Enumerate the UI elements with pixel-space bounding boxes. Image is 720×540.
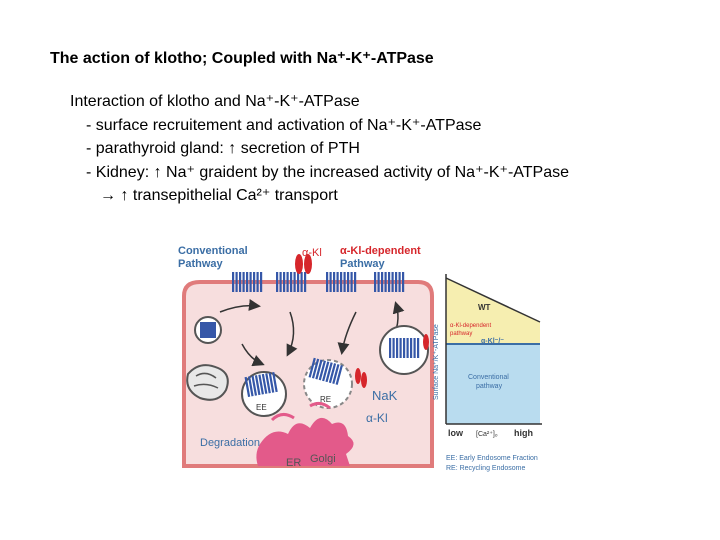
klotho-molecule: [423, 334, 429, 350]
endocytosis-arrow: [219, 299, 261, 313]
bullet-kidney: - Kidney: ↑ Na⁺ graident by the increase…: [86, 163, 570, 181]
membrane-pump: [276, 272, 307, 292]
legend-re: RE: Recycling Endosome: [446, 465, 525, 472]
klotho-molecule: [304, 254, 312, 274]
nak-label: NaK: [372, 388, 398, 403]
bullet-surface-recruitment: - surface recruitement and activation of…: [86, 116, 482, 134]
graph-kl-pathway-label: α-Kl-dependent: [450, 323, 491, 329]
graph-x-high-label: high: [514, 428, 533, 438]
er-golgi-shape: [256, 417, 354, 466]
recycling-arrow: [241, 343, 265, 367]
kl-dependent-label: α-Kl-dependent: [340, 245, 421, 257]
lysosome-folds: [193, 372, 219, 389]
er-label: ER: [286, 457, 301, 469]
sub-bullet-calcium-transport: → ↑ transepithelial Ca²⁺ transport: [100, 187, 338, 204]
bullet-parathyroid: - parathyroid gland: ↑ secretion of PTH: [86, 140, 360, 157]
golgi-label: Golgi: [310, 453, 336, 465]
graph-conventional-area: [446, 344, 540, 424]
heading-line: Interaction of klotho and Na⁺-K⁺-ATPase: [70, 93, 360, 110]
vesicle-pump: [200, 322, 216, 338]
conventional-label-2: Pathway: [178, 258, 224, 270]
endocytosis-arrow: [337, 311, 357, 355]
membrane-pump: [374, 272, 405, 292]
klotho-molecule: [361, 372, 367, 388]
klotho-pathway-figure: Conventional Pathway α-Kl α-Kl-dependent…: [170, 234, 550, 484]
re-label: RE: [320, 395, 331, 404]
golgi-stacks: [270, 401, 331, 422]
membrane-pump: [232, 272, 263, 292]
slide-title: The action of klotho; Coupled with Na⁺-K…: [50, 50, 434, 67]
graph-kl-pathway-label-2: pathway: [450, 331, 472, 337]
klotho-molecule: [355, 368, 361, 384]
membrane-pump: [326, 272, 357, 292]
alpha-kl-bottom-label: α-Kl: [366, 411, 388, 425]
conventional-label: Conventional: [178, 245, 248, 257]
graph-wt-line: [445, 277, 541, 323]
graph-x-low-label: low: [448, 428, 464, 438]
ee-label: EE: [256, 403, 267, 412]
degradation-label: Degradation: [200, 437, 260, 449]
figure-svg: Conventional Pathway α-Kl α-Kl-dependent…: [178, 245, 542, 472]
lysosome-shape: [186, 364, 229, 401]
graph-conventional-label: Conventional: [468, 374, 509, 381]
slide-body: Interaction of klotho and Na⁺-K⁺-ATPase …: [70, 90, 569, 208]
klotho-molecule: [295, 254, 303, 274]
internalization-arrow: [286, 311, 298, 357]
graph-wt-label: WT: [478, 303, 491, 312]
kl-dependent-label-2: Pathway: [340, 258, 386, 270]
legend-ee: EE: Early Endosome Fraction: [446, 455, 538, 462]
vesicle-pump: [389, 338, 420, 358]
alpha-kl-top-label: α-Kl: [302, 247, 322, 259]
graph-conventional-label-2: pathway: [476, 383, 503, 390]
graph-kl-minus-label: α-Kl⁻/⁻: [481, 338, 504, 345]
graph-y-axis-label: Surface Na⁺/K⁺-ATPase: [433, 324, 440, 400]
graph-x-axis-label: [Ca²⁺]ₒ: [476, 431, 498, 438]
